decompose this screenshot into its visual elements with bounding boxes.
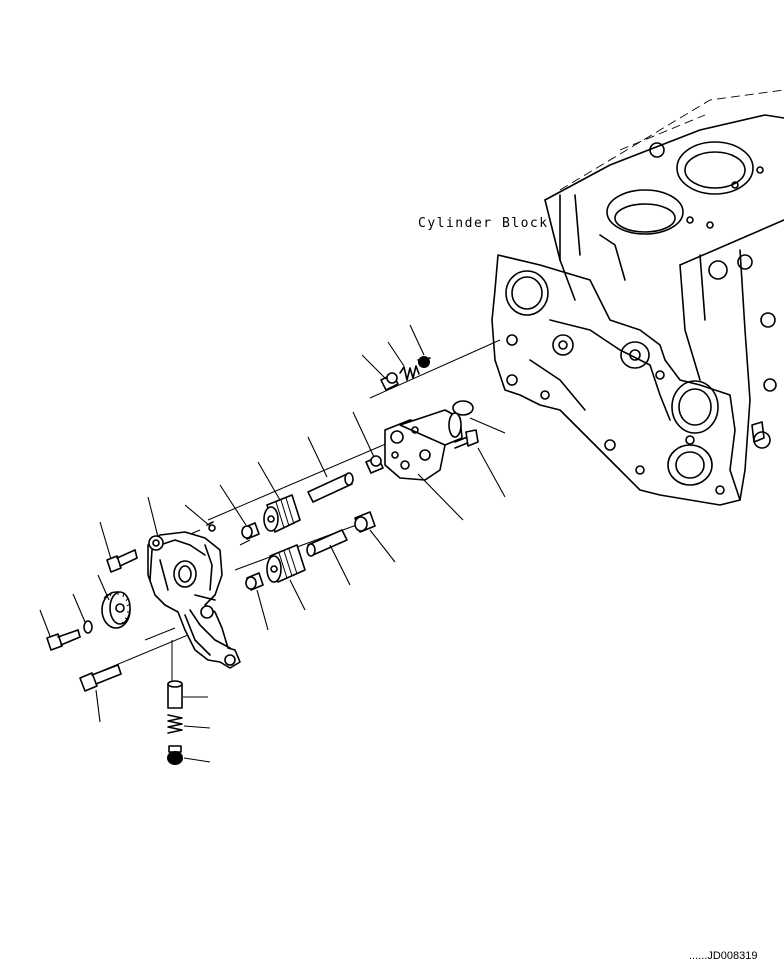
dowel-pin — [206, 521, 216, 532]
bolt-long — [79, 664, 122, 692]
spring-lower — [167, 714, 183, 734]
cylinder-block-label: Cylinder Block — [418, 216, 549, 231]
pump-cover — [384, 400, 479, 481]
drive-gear — [101, 591, 131, 629]
leader-lines — [39, 324, 506, 763]
bushing-lower-right — [354, 511, 376, 533]
bushing-upper-left — [241, 522, 260, 540]
gear-upper — [263, 494, 301, 533]
washer — [83, 620, 93, 634]
plug-small — [417, 356, 431, 368]
spring-small — [399, 365, 420, 381]
bolt-upper — [106, 549, 138, 573]
shafts-and-gears — [206, 455, 384, 591]
drawing-reference: ......JD008319 — [689, 950, 758, 962]
plunger-small — [380, 372, 399, 391]
plug-lower — [167, 745, 183, 765]
bolt-left — [46, 629, 81, 651]
shaft-upper — [307, 472, 354, 503]
relief-valve-upper — [380, 356, 431, 391]
pump-body — [147, 531, 241, 669]
reference-code: JD008319 — [707, 950, 758, 962]
plunger-lower — [167, 680, 183, 709]
cylinder-block — [491, 89, 784, 506]
o-ring — [452, 400, 474, 416]
gear-lower — [266, 544, 306, 583]
shaft-lower — [306, 529, 348, 557]
cover-bolt — [454, 429, 479, 449]
reference-dots: ...... — [689, 950, 708, 962]
relief-valve-lower — [167, 680, 183, 765]
bushing-lower-left — [245, 572, 264, 591]
bushing-upper-right — [365, 455, 384, 474]
